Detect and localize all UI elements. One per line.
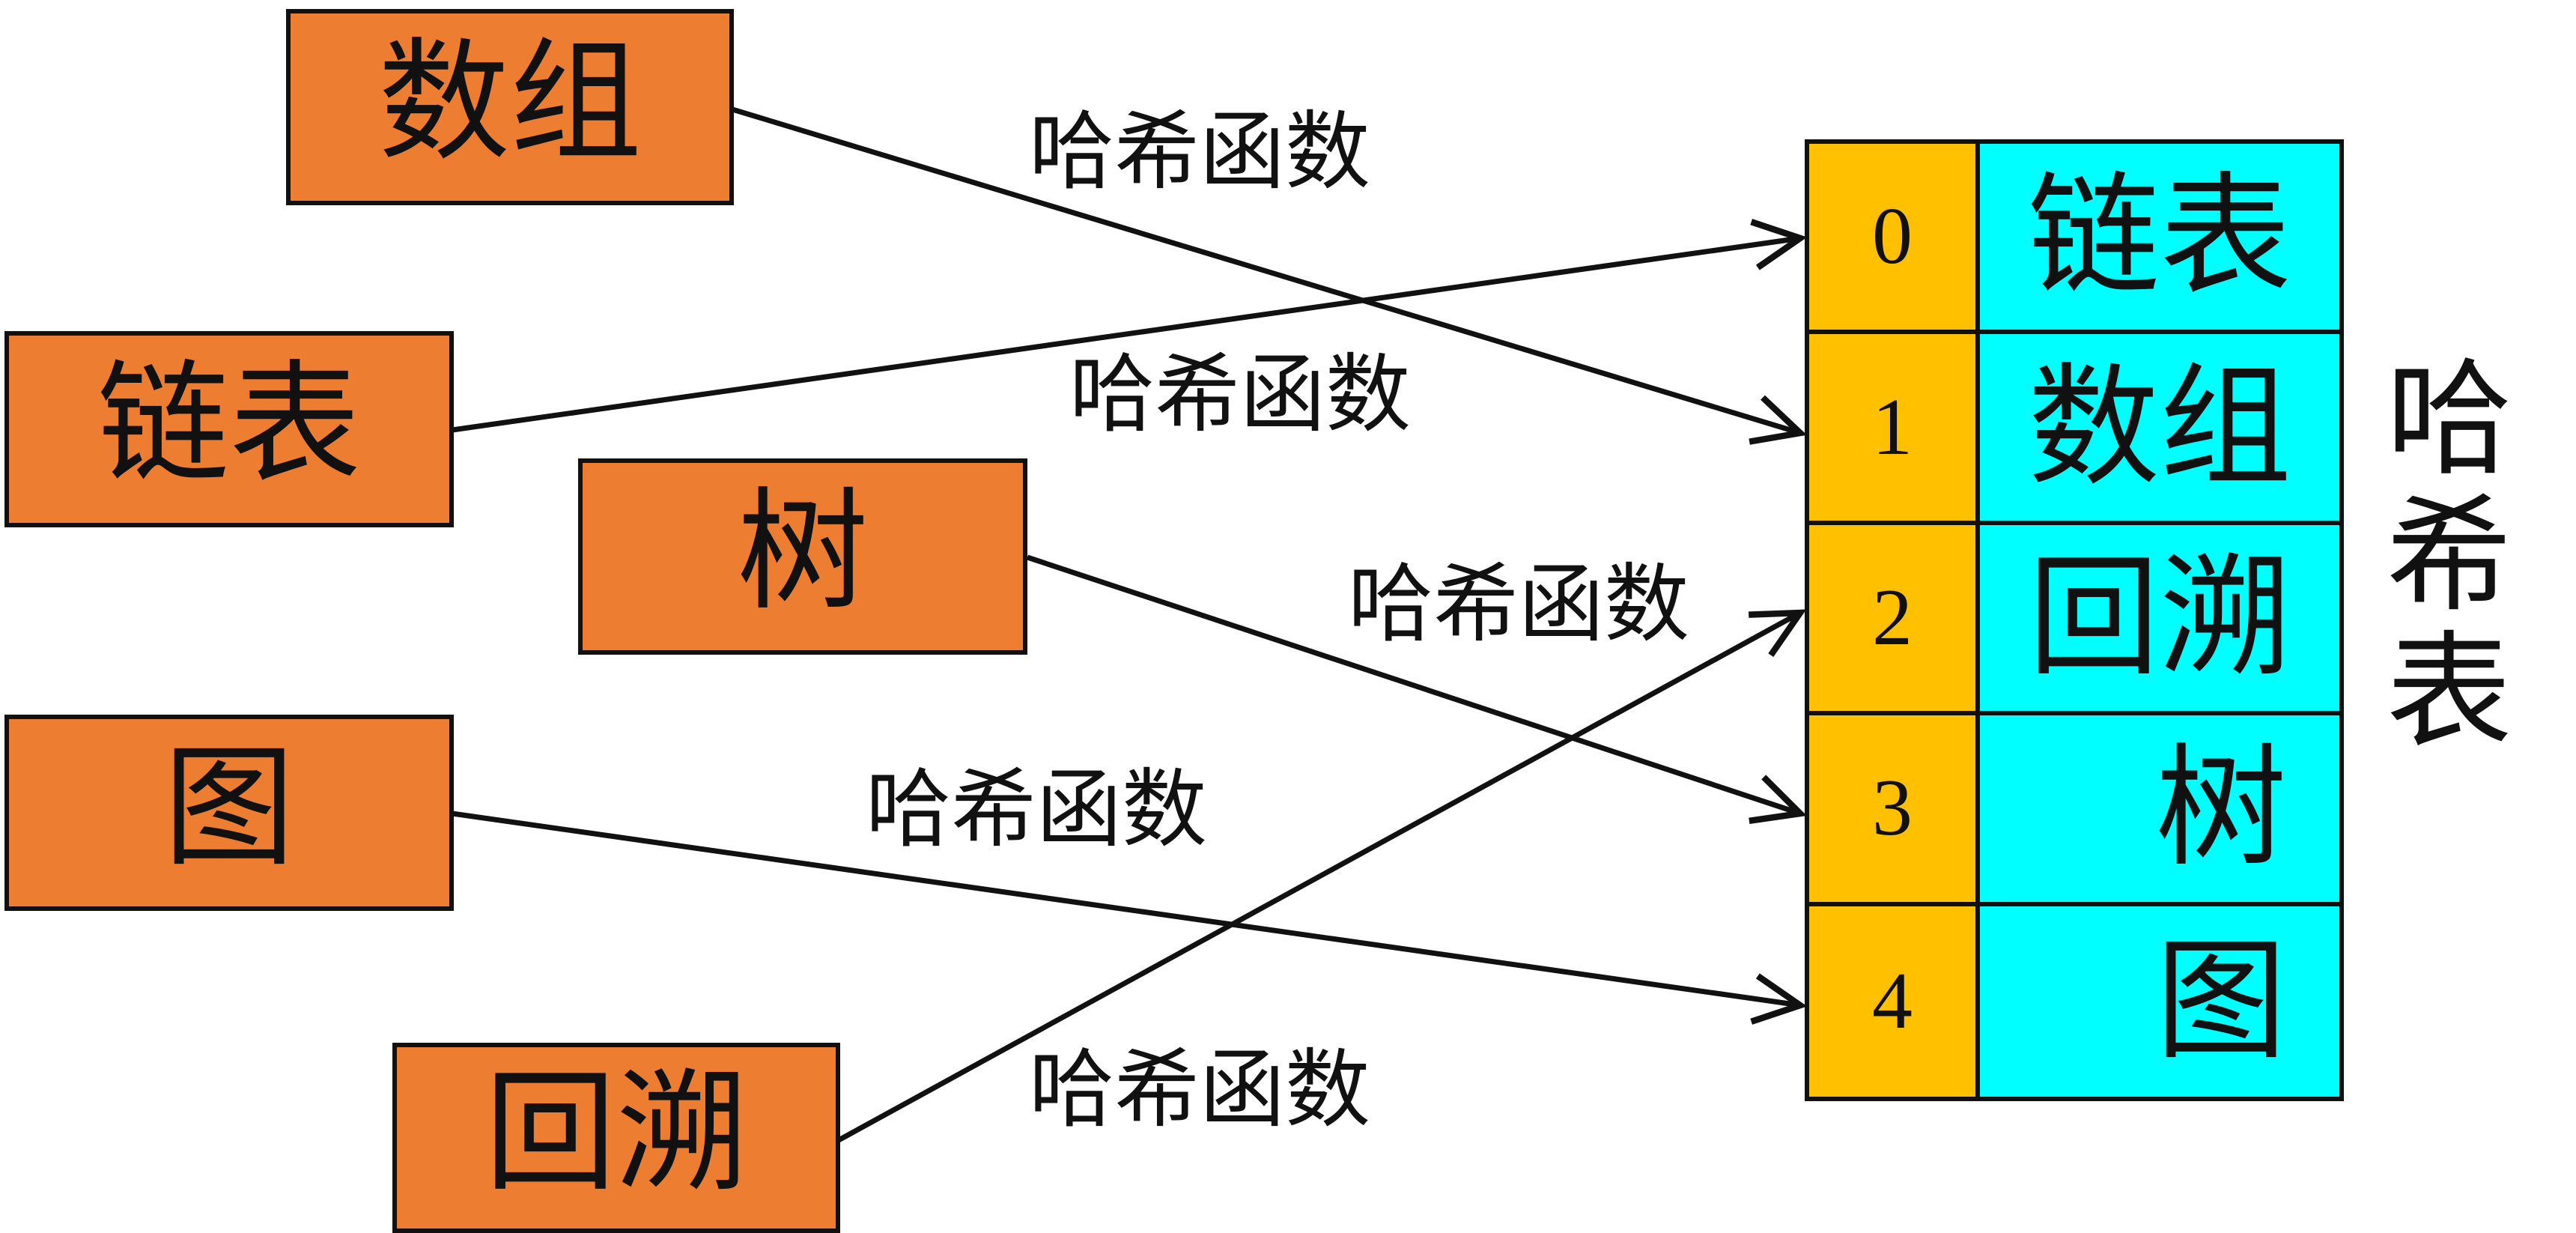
table-value-4: 图 (1980, 906, 2339, 1097)
hash-table: 0 链表 1 数组 2 回溯 3 树 4 图 (1805, 139, 2344, 1101)
table-value-3: 树 (1980, 715, 2339, 906)
hash-function-label-5: 哈希函数 (1029, 1040, 1371, 1139)
key-box-backtracking: 回溯 (392, 1043, 840, 1233)
hash-function-label-2: 哈希函数 (1069, 345, 1412, 444)
table-index-2: 2 (1809, 524, 1980, 716)
key-box-graph: 图 (4, 715, 454, 911)
table-value-0: 链表 (1980, 144, 2339, 335)
hash-table-title: 哈希表 (2365, 352, 2512, 761)
key-label-graph: 图 (162, 731, 295, 885)
key-box-linked-list: 链表 (4, 331, 454, 527)
table-value-1: 数组 (1980, 334, 2339, 525)
arrow-graph-to-4 (452, 811, 1800, 1005)
hash-function-label-3: 哈希函数 (1348, 554, 1690, 654)
arrow-array-to-1 (731, 106, 1800, 433)
arrow-tree-to-3 (1026, 554, 1800, 814)
table-value-2: 回溯 (1980, 524, 2339, 716)
hash-function-label-1: 哈希函数 (1029, 102, 1371, 202)
table-index-3: 3 (1809, 715, 1980, 906)
arrow-list-to-0 (452, 238, 1800, 433)
key-box-tree: 树 (578, 458, 1027, 655)
table-index-1: 1 (1809, 334, 1980, 525)
key-box-array: 数组 (286, 9, 734, 205)
arrow-backtrack-to-2 (837, 613, 1800, 1143)
key-label-array: 数组 (377, 25, 642, 179)
key-label-backtracking: 回溯 (484, 1056, 748, 1210)
table-index-0: 0 (1809, 144, 1980, 335)
key-label-tree: 树 (736, 475, 869, 628)
table-index-4: 4 (1809, 906, 1980, 1097)
hash-function-label-4: 哈希函数 (866, 760, 1208, 859)
key-label-linked-list: 链表 (97, 348, 361, 501)
